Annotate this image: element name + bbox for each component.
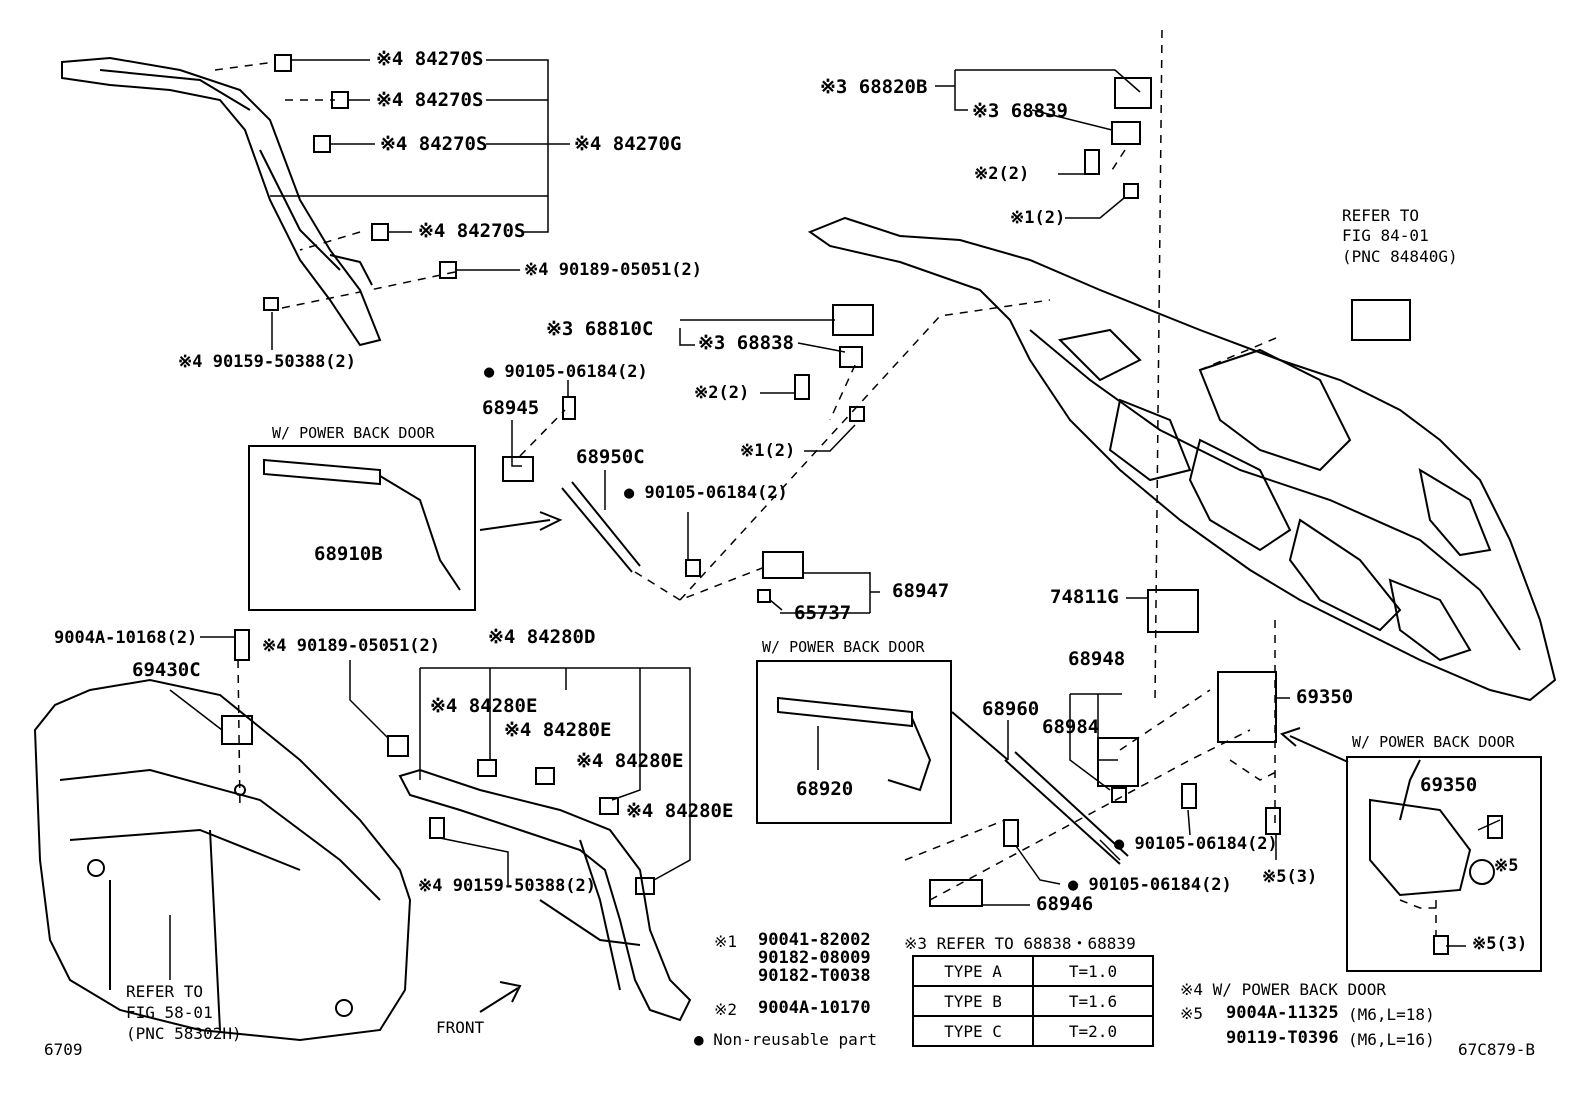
- note2-part-a: 9004A-10170: [758, 998, 871, 1018]
- note1-part-c: 90182-T0038: [758, 966, 871, 986]
- back-door-panel: [807, 216, 1557, 702]
- power-back-door-box-69350: [1346, 756, 1542, 972]
- type-table-type: TYPE B: [912, 985, 1034, 1017]
- part-84270S-3: ※4 84270S: [380, 133, 488, 155]
- refer-fig84-line1: REFER TO: [1342, 206, 1420, 225]
- part-69430C: 69430C: [132, 659, 201, 681]
- part-68947: 68947: [892, 580, 950, 602]
- note2-mark: ※2: [714, 1000, 738, 1019]
- type-table-type: TYPE A: [912, 955, 1034, 987]
- part-68960: 68960: [982, 698, 1040, 720]
- part-note5-3-b: ※5(3): [1472, 934, 1528, 954]
- part-68838: ※3 68838: [698, 332, 794, 354]
- part-68820B: ※3 68820B: [820, 76, 928, 98]
- part-note5-3-a: ※5(3): [1262, 867, 1318, 887]
- part-68920: 68920: [796, 778, 854, 800]
- part-90189-05051-top: ※4 90189-05051(2): [524, 260, 703, 280]
- power-back-door-box-68920: [756, 660, 952, 824]
- part-90159-50388-bottom: ※4 90159-50388(2): [418, 876, 597, 896]
- refer-fig58-line3: (PNC 58302H): [126, 1024, 242, 1043]
- part-90105-06184-a: ● 90105-06184(2): [484, 362, 648, 382]
- note5-part-a: 9004A-11325: [1226, 1003, 1339, 1023]
- direction-arrows: [479, 511, 1349, 1013]
- part-68948: 68948: [1068, 648, 1126, 670]
- part-note1-top: ※1(2): [1010, 208, 1066, 228]
- power-back-door-title-3: W/ POWER BACK DOOR: [1352, 733, 1515, 751]
- page-code: 6709: [44, 1040, 83, 1059]
- power-back-door-box-68910B: [248, 445, 476, 611]
- part-90159-50388-top: ※4 90159-50388(2): [178, 352, 357, 372]
- dashed-guide-lines: [214, 29, 1440, 935]
- nonreusable-legend: ● Non-reusable part: [694, 1030, 878, 1049]
- part-68839: ※3 68839: [972, 100, 1068, 122]
- type-table-type: TYPE C: [912, 1015, 1034, 1047]
- part-68910B: 68910B: [314, 543, 383, 565]
- lower-harness-bracket: [398, 768, 692, 1022]
- part-84270G: ※4 84270G: [574, 133, 682, 155]
- part-74811G: 74811G: [1050, 586, 1119, 608]
- note1-part-a: 90041-82002: [758, 930, 871, 950]
- refer-fig84-line2: FIG 84-01: [1342, 226, 1429, 245]
- part-note5: ※5: [1494, 856, 1519, 876]
- part-84280E-4: ※4 84280E: [626, 800, 734, 822]
- part-84280E-1: ※4 84280E: [430, 695, 538, 717]
- fastener-clips: [221, 54, 1411, 907]
- note5-mark: ※5: [1180, 1004, 1204, 1023]
- part-note2-top: ※2(2): [974, 164, 1030, 184]
- refer-fig84-line3: (PNC 84840G): [1342, 247, 1458, 266]
- note5-part-b-spec: (M6,L=16): [1348, 1030, 1435, 1049]
- part-note2-mid: ※2(2): [694, 383, 750, 403]
- front-direction-label: FRONT: [436, 1018, 485, 1037]
- power-back-door-title-1: W/ POWER BACK DOOR: [272, 424, 435, 442]
- note5-part-a-spec: (M6,L=18): [1348, 1005, 1435, 1024]
- part-84280E-2: ※4 84280E: [504, 719, 612, 741]
- part-84270S-1: ※4 84270S: [376, 48, 484, 70]
- part-84280E-3: ※4 84280E: [576, 750, 684, 772]
- gas-struts: [263, 458, 1129, 865]
- part-90105-06184-b: ● 90105-06184(2): [624, 483, 788, 503]
- part-90189-05051-mid: ※4 90189-05051(2): [262, 636, 441, 656]
- figure-code: 67C879-B: [1458, 1040, 1536, 1059]
- part-65737: 65737: [794, 602, 852, 624]
- top-harness-bracket: [61, 56, 382, 347]
- part-69350-power: 69350: [1420, 774, 1478, 796]
- power-back-door-title-2: W/ POWER BACK DOOR: [762, 638, 925, 656]
- part-84270S-2: ※4 84270S: [376, 89, 484, 111]
- note4-power-back-door: ※4 W/ POWER BACK DOOR: [1180, 980, 1387, 999]
- note3-refer: ※3 REFER TO 68838・68839: [904, 934, 1136, 953]
- type-table-thickness: T=1.6: [1032, 985, 1154, 1017]
- note1-part-b: 90182-08009: [758, 948, 871, 968]
- part-68946: 68946: [1036, 893, 1094, 915]
- part-68945: 68945: [482, 397, 540, 419]
- part-90105-06184-d: ● 90105-06184(2): [1068, 875, 1232, 895]
- part-84280D: ※4 84280D: [488, 626, 596, 648]
- part-84270S-4: ※4 84270S: [418, 220, 526, 242]
- part-68810C: ※3 68810C: [546, 318, 654, 340]
- refer-fig58-line1: REFER TO: [126, 982, 204, 1001]
- part-90105-06184-c: ● 90105-06184(2): [1114, 834, 1278, 854]
- actuator-69350-art: [1369, 759, 1503, 955]
- part-note1-mid: ※1(2): [740, 441, 796, 461]
- part-9004A-10168: 9004A-10168(2): [54, 628, 198, 648]
- note1-mark: ※1: [714, 932, 738, 951]
- refer-fig58-line2: FIG 58-01: [126, 1003, 213, 1022]
- note5-part-b: 90119-T0396: [1226, 1028, 1339, 1048]
- part-68950C: 68950C: [576, 446, 645, 468]
- type-table-thickness: T=2.0: [1032, 1015, 1154, 1047]
- part-69350: 69350: [1296, 686, 1354, 708]
- type-table-thickness: T=1.0: [1032, 955, 1154, 987]
- part-68984: 68984: [1042, 716, 1100, 738]
- leader-lines: [169, 59, 1501, 980]
